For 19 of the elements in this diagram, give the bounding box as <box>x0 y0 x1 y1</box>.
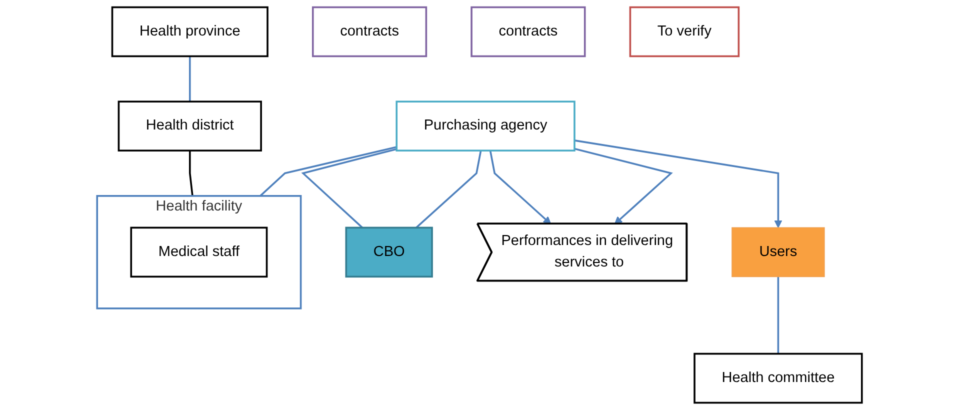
node-box: Purchasing agency <box>396 100 576 152</box>
node-box: Users <box>732 227 825 278</box>
arrow <box>574 140 782 228</box>
node-box: CBO <box>345 226 433 278</box>
connector <box>777 276 780 354</box>
connector <box>188 150 194 196</box>
node-box: Health district <box>118 100 262 152</box>
connector <box>188 56 191 102</box>
connector <box>301 148 397 228</box>
node-box: Health province <box>111 6 268 58</box>
node-box: To verify <box>629 6 740 58</box>
connector <box>416 150 482 228</box>
node-box: Medical staff <box>130 226 268 278</box>
arrow <box>489 150 552 224</box>
node-box: contracts <box>312 6 428 58</box>
arrow <box>574 148 673 224</box>
node-box: Health committee <box>694 352 863 404</box>
connector <box>260 146 397 197</box>
node-box: contracts <box>470 6 586 58</box>
